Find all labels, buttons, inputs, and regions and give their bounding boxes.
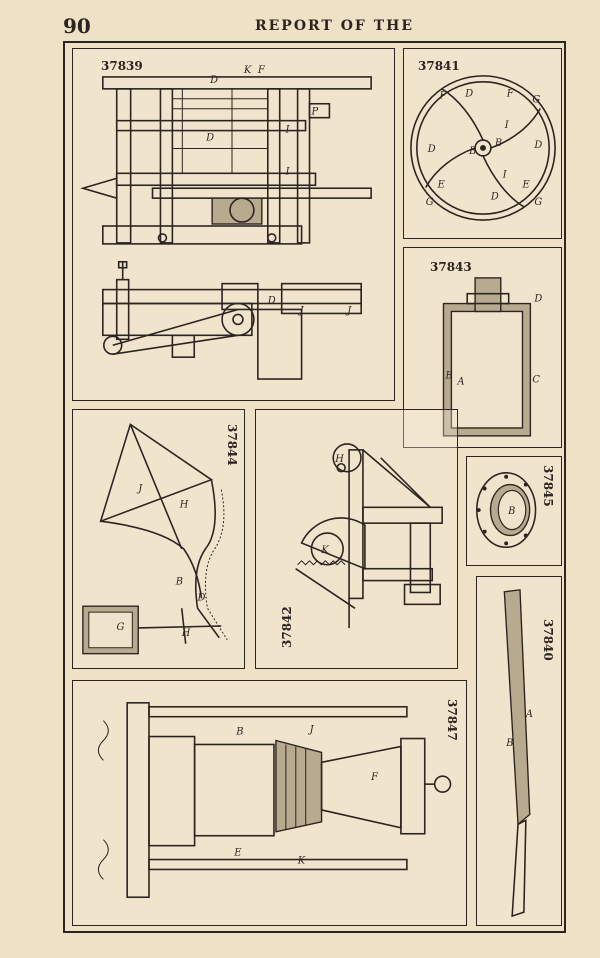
tool-blade-drawing: A B [503,589,533,918]
svg-text:D: D [464,89,473,100]
svg-text:G: G [534,197,542,208]
svg-text:J: J [345,305,352,316]
figure-number: 37843 [430,260,472,274]
svg-text:B: B [494,138,502,149]
svg-text:H: H [334,454,344,465]
svg-text:J: J [136,484,143,495]
svg-text:D: D [427,144,436,155]
box-section-drawing: D B A C [442,277,542,437]
cutter-drawing: H K [295,443,443,629]
flanged-cylinder-drawing: B [476,472,537,549]
svg-text:E: E [437,179,446,190]
svg-text:G: G [116,622,124,633]
svg-text:D: D [267,296,276,307]
figure-37847: 37847 B J F E K [72,680,467,926]
svg-text:B: B [507,506,515,517]
svg-text:A: A [525,709,533,720]
svg-text:P: P [311,107,319,118]
svg-text:B: B [468,146,476,157]
figure-37845: 37845 B [466,456,562,566]
svg-text:B: B [235,727,243,738]
page-number: 90 [63,14,91,38]
svg-text:F: F [439,91,448,102]
rotary-wheel-drawing: F D F G I D B B D I E E D G G [410,75,556,221]
svg-text:I: I [502,170,508,181]
figure-37839: 37839 D K F D P I I [72,48,395,401]
svg-text:K: K [320,545,329,556]
svg-text:H: H [179,499,189,510]
svg-text:I: I [285,166,291,177]
svg-text:E: E [521,179,530,190]
figure-37843: 37843 D B A C [403,247,562,448]
svg-text:K: K [243,65,252,76]
svg-text:D: D [533,140,542,151]
svg-text:J: J [298,305,305,316]
figure-37841: 37841 F D F G I D B B D I E E D G G [403,48,562,239]
svg-text:F: F [257,65,266,76]
svg-text:D: D [533,294,542,305]
svg-text:I: I [504,120,510,131]
svg-text:F: F [370,772,379,783]
svg-text:K: K [297,856,306,867]
svg-text:F: F [506,89,515,100]
svg-text:D: D [197,592,206,603]
figure-number: 37841 [418,59,460,73]
svg-text:A: A [456,377,464,388]
running-head: REPORT OF THE [255,18,415,34]
svg-text:J: J [308,725,315,736]
svg-text:B: B [505,738,513,749]
svg-text:C: C [532,375,540,386]
plate-frame [63,41,566,933]
svg-text:B: B [175,576,183,587]
svg-text:E: E [233,848,242,859]
svg-text:G: G [426,197,434,208]
svg-text:I: I [285,125,291,136]
svg-text:D: D [490,191,499,202]
svg-text:D: D [205,133,214,144]
svg-text:H: H [181,628,191,639]
feeder-drawing: J H B D G H [82,423,228,655]
svg-text:B: B [444,371,452,382]
figure-37842: 37842 H K [255,409,458,669]
machine-drawing: D K F D P I I D J J [80,65,372,380]
figure-number: 37839 [101,59,143,73]
figure-37844: 37844 J H B D G H [72,409,245,669]
svg-text:G: G [532,95,540,106]
svg-text:D: D [209,75,218,86]
figure-37840: 37840 A B [476,576,562,926]
press-machine-drawing: B J F E K [97,702,452,899]
